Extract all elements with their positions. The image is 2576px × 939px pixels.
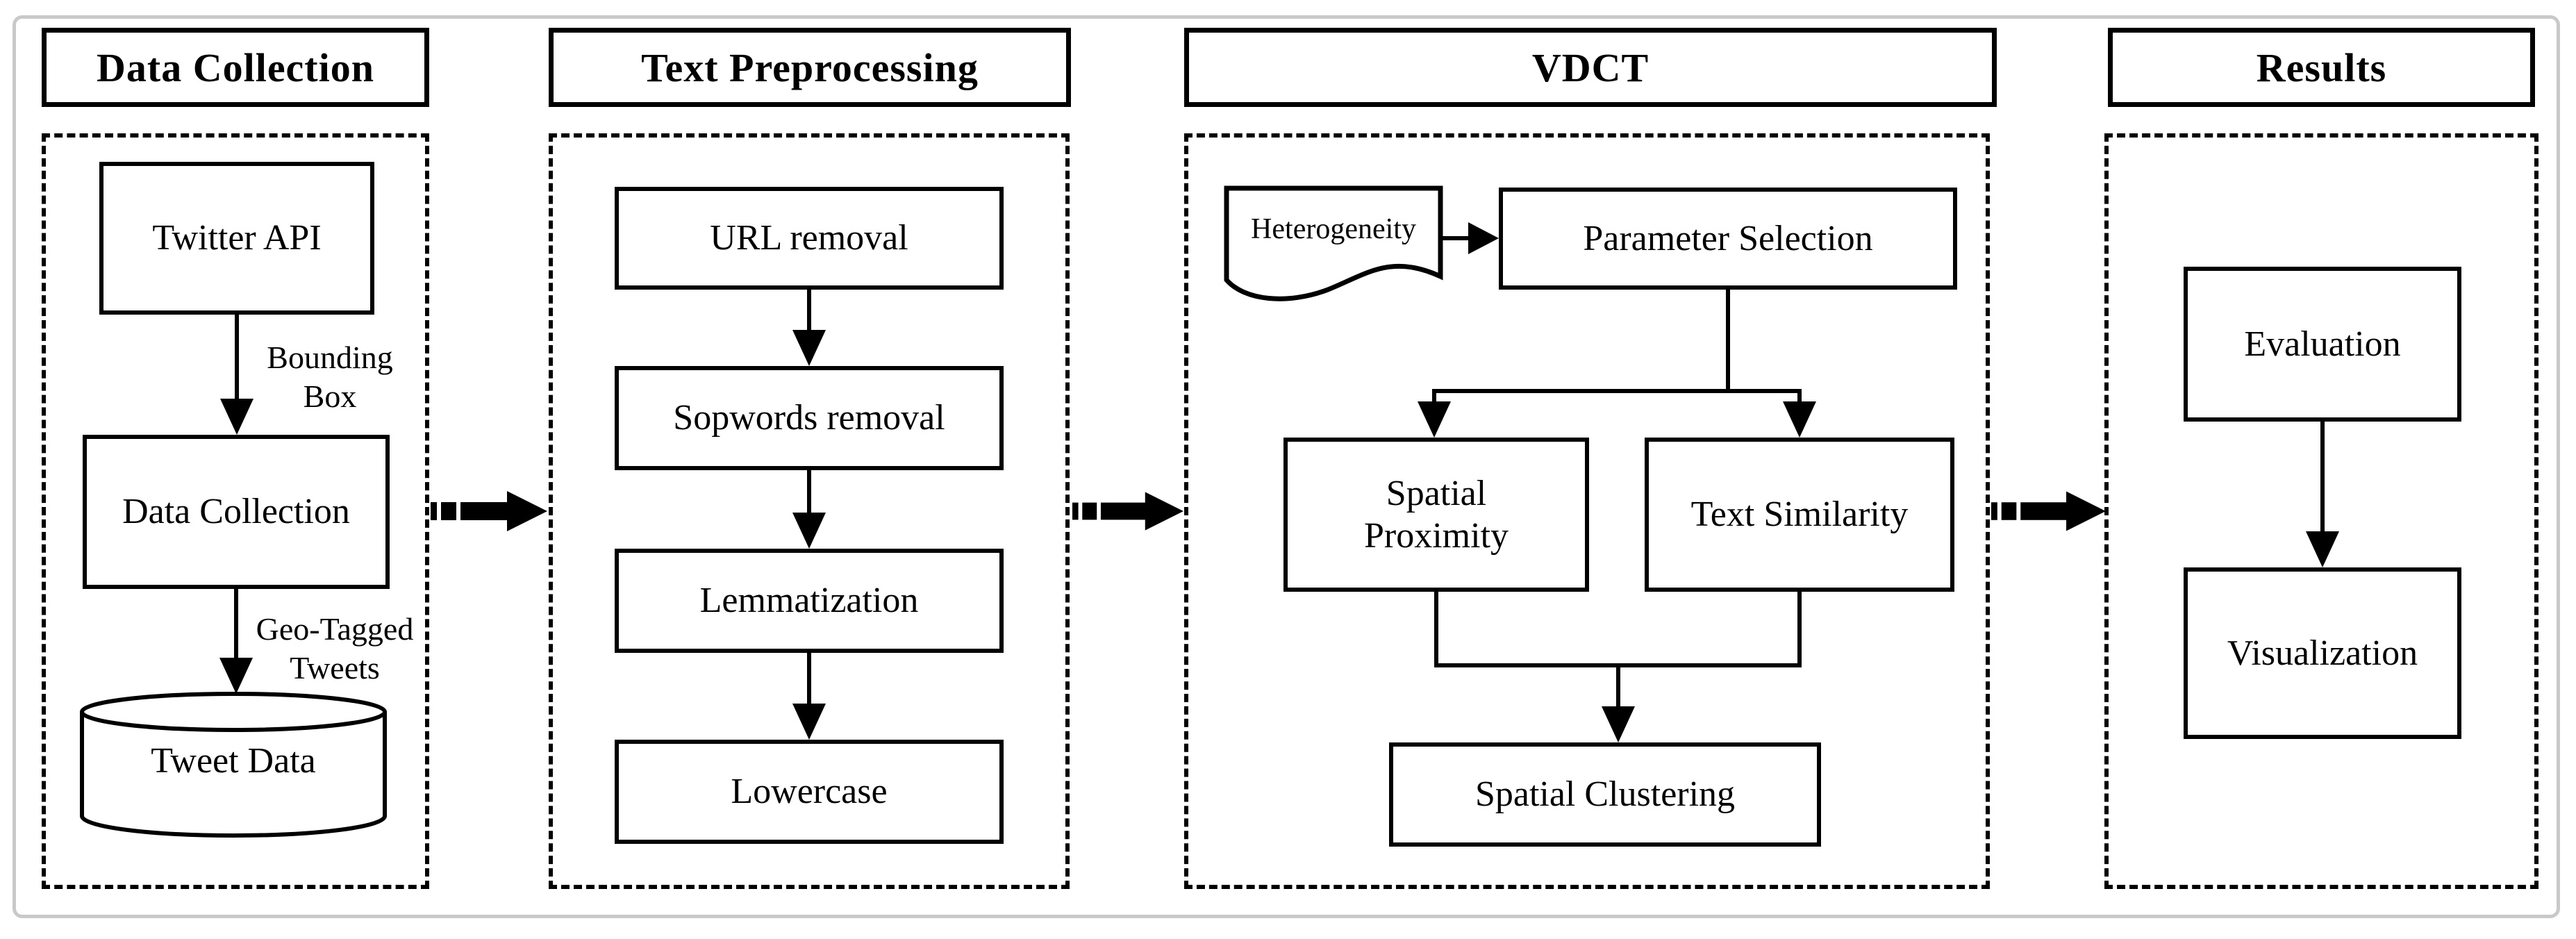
node-lowercase: Lowercase [615,740,1004,844]
node-data-collection: Data Collection [83,435,390,589]
node-spatial-clustering: Spatial Clustering [1389,742,1821,847]
connector-vertical [1432,389,1436,404]
node-label-line: Proximity [1363,516,1509,556]
node-spatial-proximity: Spatial Proximity [1283,438,1589,592]
arrowhead-down-icon [792,330,826,366]
edge-label-line: Bounding [267,340,393,375]
arrow-shaft [2320,422,2325,531]
dashed-region-results [2104,133,2538,889]
arrow-shaft [234,589,238,658]
striped-arrow-icon [1072,492,1183,531]
arrowhead-down-icon [220,399,254,435]
arrowhead-right-icon [1468,222,1499,254]
dashed-region-vdct [1184,133,1990,889]
edge-label-line: Geo-Tagged [256,611,414,647]
node-evaluation: Evaluation [2184,267,2461,422]
dashed-region-text-preprocessing [549,133,1070,889]
edge-label-bounding-box: Bounding Box [247,338,413,416]
node-tweet-data: Tweet Data [151,740,316,781]
node-heterogeneity: Heterogeneity [1251,213,1416,245]
arrowhead-down-icon [219,658,253,694]
arrowhead-down-icon [1602,706,1635,742]
connector-vertical [1797,389,1802,404]
striped-arrow-icon [1991,491,2106,531]
document-shape [1224,185,1443,301]
section-title-vdct: VDCT [1184,28,1997,107]
edge-label-line: Tweets [290,650,380,686]
arrowhead-down-icon [1418,401,1451,438]
arrow-shaft [807,470,811,513]
dashed-region-data-collection [42,133,429,889]
node-parameter-selection: Parameter Selection [1499,188,1957,290]
arrowhead-down-icon [2306,531,2339,567]
arrowhead-down-icon [792,704,826,740]
connector-horizontal [1432,389,1802,393]
arrowhead-down-icon [1783,401,1816,438]
section-title-results: Results [2108,28,2535,107]
connector-horizontal [1434,663,1802,667]
arrow-shaft [1442,236,1471,240]
node-text-similarity: Text Similarity [1645,438,1954,592]
connector-vertical [1616,667,1620,706]
connector-vertical [1797,592,1802,667]
node-url-removal: URL removal [615,187,1004,290]
section-title-text-preprocessing: Text Preprocessing [549,28,1071,107]
node-lemmatization: Lemmatization [615,549,1004,653]
edge-label-line: Box [303,379,357,415]
arrow-shaft [807,653,811,704]
section-title-data-collection: Data Collection [42,28,429,107]
cylinder-shape [80,692,387,838]
node-twitter-api: Twitter API [99,162,374,315]
arrow-shaft [235,315,239,399]
node-visualization: Visualization [2184,567,2461,739]
node-stopwords-removal: Sopwords removal [615,366,1004,470]
node-label-line: Spatial [1386,473,1487,513]
edge-label-geo-tagged: Geo-Tagged Tweets [244,610,425,688]
connector-vertical [1434,592,1438,667]
arrow-shaft [807,289,811,331]
connector-vertical [1726,290,1730,393]
striped-arrow-icon [431,491,547,531]
arrowhead-down-icon [792,513,826,549]
